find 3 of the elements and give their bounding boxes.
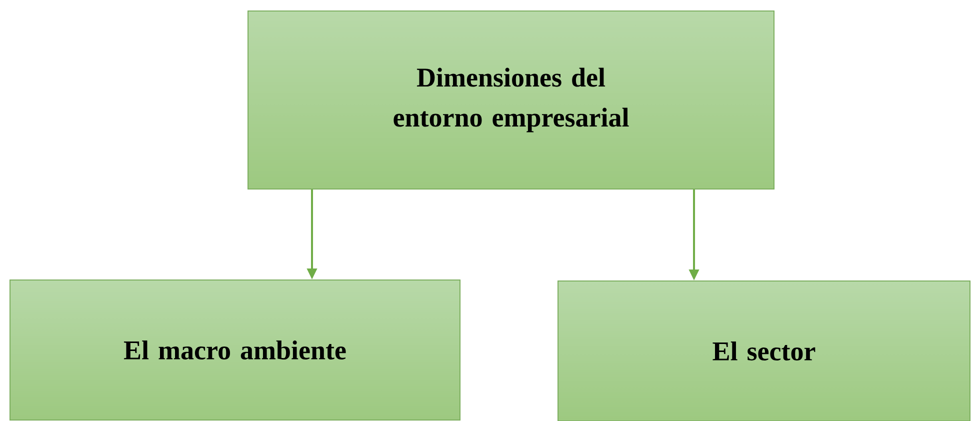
process-box: El sector (558, 280, 970, 421)
process-box: Dimensiones del entorno empresarial (248, 10, 774, 190)
process-box: El macro ambiente (10, 280, 460, 420)
